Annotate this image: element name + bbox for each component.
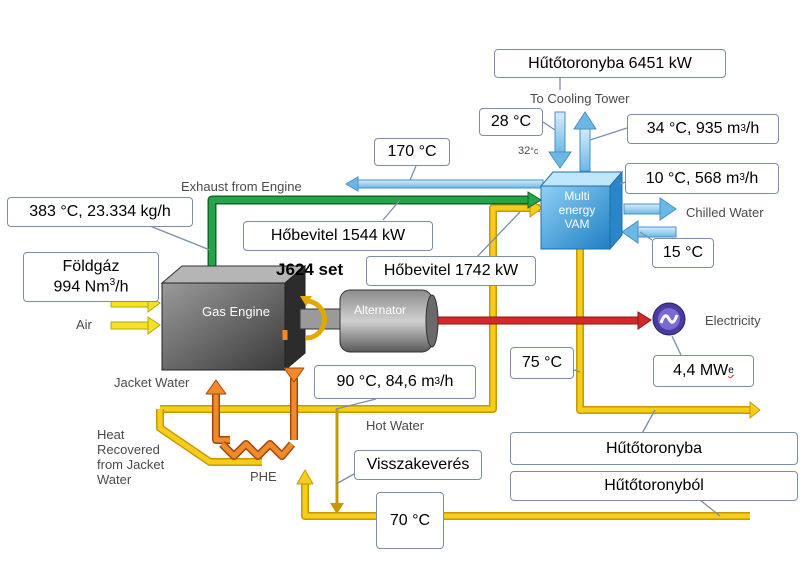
callout-cooling-tower-power: Hűtőtoronyba 6451 kW bbox=[494, 49, 726, 78]
exhaust-pipe bbox=[207, 191, 542, 270]
cooling-temp-value: 32 bbox=[518, 145, 531, 157]
jacket-water-label: Jacket Water bbox=[114, 375, 190, 390]
vam-label: Multi energy VAM bbox=[544, 189, 610, 231]
vam-label-line3: VAM bbox=[564, 216, 590, 231]
hot-water-label: Hot Water bbox=[366, 418, 425, 433]
cooling-temp-unit: °c bbox=[530, 146, 539, 156]
electricity-label: Electricity bbox=[705, 313, 761, 328]
jacket-flow-value: 90 °C, 84,6 m bbox=[336, 373, 435, 390]
heat-recovered-line3: from Jacket bbox=[97, 456, 165, 472]
cw-out-unit: /h bbox=[745, 120, 760, 137]
callout-chilled-return: 15 °C bbox=[652, 238, 714, 268]
plate-heat-exchanger bbox=[219, 440, 296, 460]
callout-hot-water-out: 75 °C bbox=[510, 347, 574, 379]
gas-engine bbox=[160, 264, 307, 372]
heat-recovered-label: Heat Recovered from Jacket Water bbox=[97, 427, 165, 488]
cooling-tower-arrows bbox=[548, 111, 597, 172]
callout-from-tower: Hűtőtoronyból bbox=[510, 471, 798, 501]
heat-recovered-line4: Water bbox=[97, 471, 132, 487]
callout-to-tower: Hűtőtoronyba bbox=[510, 432, 798, 465]
callout-exhaust-temp: 170 °C bbox=[374, 138, 450, 166]
cooling-temp-label: 32°c bbox=[518, 145, 538, 157]
heat-recovered-line1: Heat bbox=[97, 427, 125, 442]
phe-label: PHE bbox=[250, 469, 277, 484]
power-out-subscript: e bbox=[728, 364, 734, 376]
exhaust-outlet-arrow bbox=[345, 176, 544, 192]
callout-return-temp: 70 °C bbox=[376, 492, 444, 549]
air-label: Air bbox=[76, 317, 92, 332]
callout-cw-in-temp: 28 °C bbox=[479, 108, 543, 136]
gas-engine-label: Gas Engine bbox=[202, 304, 270, 319]
chilled-water-arrows bbox=[621, 197, 677, 244]
to-cooling-tower-label: To Cooling Tower bbox=[530, 91, 630, 106]
cw-out-value: 34 °C, 935 m bbox=[646, 120, 741, 137]
alternator bbox=[339, 289, 439, 353]
fuel-line2: 994 Nm3/h bbox=[53, 276, 129, 296]
vam-label-line1: Multi bbox=[564, 189, 590, 203]
callout-exhaust-flow: 383 °C, 23.334 kg/h bbox=[7, 197, 193, 227]
electricity-line bbox=[437, 311, 652, 330]
fuel-line2-value: 994 Nm bbox=[53, 278, 110, 296]
jacket-water-loop bbox=[205, 330, 305, 444]
heat-recovered-line2: Recovered bbox=[97, 441, 160, 457]
callout-remix: Visszakeverés bbox=[354, 450, 482, 480]
fuel-line2-unit: /h bbox=[115, 278, 129, 296]
electricity-icon bbox=[652, 302, 686, 336]
alternator-label: Alternator bbox=[354, 303, 407, 317]
chilled-supply-unit: /h bbox=[744, 169, 759, 187]
chilled-supply-value: 10 °C, 568 m bbox=[645, 169, 740, 187]
callout-heat-input-1: Hőbevitel 1544 kW bbox=[243, 221, 433, 251]
hot-water-loop bbox=[156, 198, 761, 520]
fuel-line1: Földgáz bbox=[62, 257, 120, 275]
callout-pointers bbox=[149, 78, 721, 517]
vam-label-line2: energy bbox=[558, 202, 596, 217]
callout-fuel: Földgáz 994 Nm3/h bbox=[23, 252, 159, 302]
exhaust-from-engine-label: Exhaust from Engine bbox=[181, 179, 302, 194]
set-name-label: J624 set bbox=[276, 260, 344, 279]
jacket-flow-unit: /h bbox=[440, 373, 454, 390]
engine-coupling bbox=[299, 296, 341, 341]
callout-heat-input-2: Hőbevitel 1742 kW bbox=[366, 256, 536, 286]
vam-unit bbox=[539, 170, 624, 251]
power-out-value: 4,4 MW bbox=[673, 362, 729, 379]
chilled-water-label: Chilled Water bbox=[686, 205, 764, 220]
